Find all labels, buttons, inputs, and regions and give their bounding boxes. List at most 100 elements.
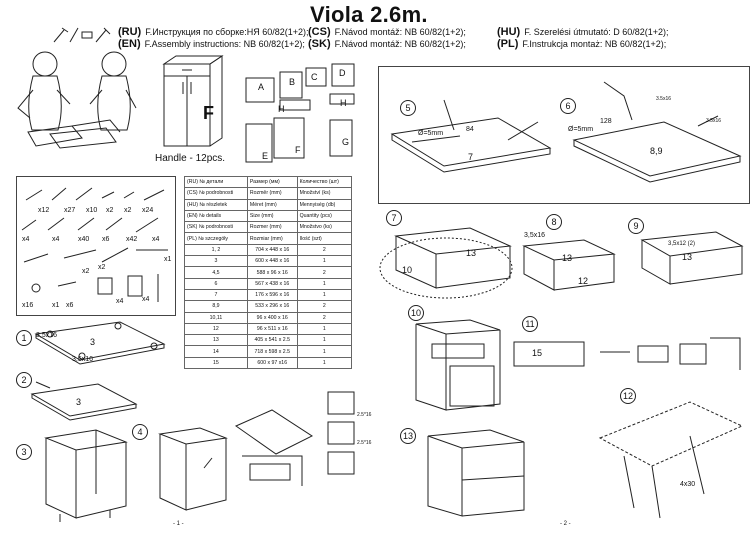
parts-table-cell: 1, 2	[184, 243, 248, 257]
hinge-screw-label-2: 2.5*16	[357, 440, 372, 446]
parts-table-header-cell: (SK) № podrobnosti	[184, 221, 248, 234]
step-10-marker: 10	[408, 305, 424, 321]
tools-icon	[53, 27, 111, 43]
parts-table-cell: 10,11	[184, 311, 248, 324]
step-5-illustration	[390, 99, 552, 173]
step-7-part-label: 13	[466, 248, 477, 258]
hardware-count-6: x24	[142, 207, 154, 214]
parts-table-header-cell: Size (mm)	[246, 209, 298, 223]
hinge-detail-illustration	[234, 409, 314, 486]
step-11-illustration	[513, 337, 741, 370]
parts-table-header-cell: Rozměr (mm)	[246, 187, 298, 200]
module-label-e: E	[262, 151, 269, 161]
step-9-marker: 9	[628, 218, 644, 234]
parts-table-cell: 3	[184, 255, 248, 268]
step-6-dim-label: 128	[600, 118, 612, 125]
parts-table-cell: 1	[296, 322, 353, 336]
hardware-count-16: x16	[22, 302, 34, 309]
parts-table-cell: 96 x 511 x 16	[246, 322, 298, 336]
language-line-ru: (RU)F.Инструкция по сборке:НЯ 60/82(1+2)…	[118, 26, 309, 38]
parts-table-cell: 15	[184, 356, 248, 370]
step-12-screw-label: 4x30	[680, 481, 696, 488]
step-1-marker: 1	[16, 330, 32, 346]
parts-table-cell: 2	[296, 243, 353, 257]
parts-table-header-cell: Ilość (szt)	[296, 232, 353, 245]
page-number-2: - 2 -	[560, 521, 571, 527]
parts-table-cell: 588 x 96 x 16	[246, 266, 298, 279]
parts-table-header-cell: Množství (ks)	[296, 187, 353, 200]
module-label-d: D	[339, 68, 346, 78]
parts-table-cell: 13	[184, 334, 248, 347]
step-5-dim-label: 84	[466, 126, 474, 133]
step-6-marker: 6	[560, 98, 576, 114]
parts-table-cell: 2	[296, 300, 353, 313]
parts-table-header-cell: Количество (шт)	[296, 175, 353, 189]
hardware-count-13: x2	[82, 268, 90, 275]
hardware-count-11: x42	[126, 236, 138, 243]
parts-table-cell: 1	[296, 345, 353, 358]
parts-table-cell: 567 x 438 x 16	[246, 277, 298, 290]
hardware-count-1: x12	[38, 207, 50, 214]
step-10-illustration	[415, 319, 501, 411]
hardware-count-15: x1	[164, 256, 172, 263]
step-13-illustration	[427, 429, 525, 517]
hardware-count-3: x10	[86, 207, 98, 214]
hardware-count-5: x2	[124, 207, 132, 214]
parts-table-cell: 1	[296, 277, 353, 290]
parts-table-cell: 2	[296, 266, 353, 279]
step-4-illustration	[158, 427, 228, 511]
step-8-part-label: 13	[562, 253, 573, 263]
step-5-drill-label: Ø=5mm	[418, 130, 444, 137]
parts-table-cell: 600 x 448 x 16	[246, 255, 298, 268]
step-2-part-label: 3	[76, 397, 82, 407]
step-6-illustration	[572, 81, 742, 183]
language-line-sk: (SK)F.Návod montáž: NB 60/82(1+2);	[308, 38, 466, 50]
step-1-part-label: 3	[90, 337, 96, 347]
step-1-illustration	[34, 321, 166, 365]
parts-table-cell: 1	[296, 356, 353, 370]
step-7-illustration	[379, 227, 513, 299]
parts-table-header-cell: (RU) № детали	[184, 175, 248, 189]
hardware-count-14: x2	[98, 264, 106, 271]
product-letter: F	[203, 103, 214, 123]
parts-table-header-cell: (CS) № podrobnosti	[184, 187, 248, 200]
module-label-h2: H	[340, 98, 347, 108]
hinge-insets	[327, 391, 355, 475]
parts-table-cell: 533 x 296 x 16	[246, 300, 298, 313]
hardware-count-12: x4	[152, 236, 160, 243]
parts-table-cell: 176 x 596 x 16	[246, 288, 298, 302]
module-label-h: H	[278, 104, 285, 114]
language-line-cs: (CS)F.Návod montáž: NB 60/82(1+2);	[308, 26, 466, 38]
cabinet-f-illustration	[162, 55, 224, 147]
step-9-part-label: 13	[682, 252, 693, 262]
hinge-screw-label-1: 2.5*16	[357, 412, 372, 418]
parts-table-cell: 1	[296, 255, 353, 268]
parts-table-header-cell: Rozmer (mm)	[246, 221, 298, 234]
handle-note: Handle - 12pcs.	[155, 153, 226, 164]
parts-table-cell: 7	[184, 288, 248, 302]
module-label-g: G	[342, 137, 350, 147]
step-2-illustration	[30, 381, 138, 421]
parts-table-cell: 8,9	[184, 300, 248, 313]
step-11-part-label: 15	[532, 348, 543, 358]
parts-table-header-cell: Méret (mm)	[246, 198, 298, 211]
module-label-b: B	[289, 77, 296, 87]
parts-table-cell: 718 x 598 x 2.5	[246, 345, 298, 358]
step-9-screw-label: 3,5x12 (2)	[668, 241, 696, 247]
language-line-en: (EN)F.Assembly instructions: NB 60/82(1+…	[118, 38, 305, 50]
parts-table-header-cell: Množstvo (ks)	[296, 221, 353, 234]
step-11-marker: 11	[522, 316, 538, 332]
step-3-marker: 3	[16, 444, 32, 460]
